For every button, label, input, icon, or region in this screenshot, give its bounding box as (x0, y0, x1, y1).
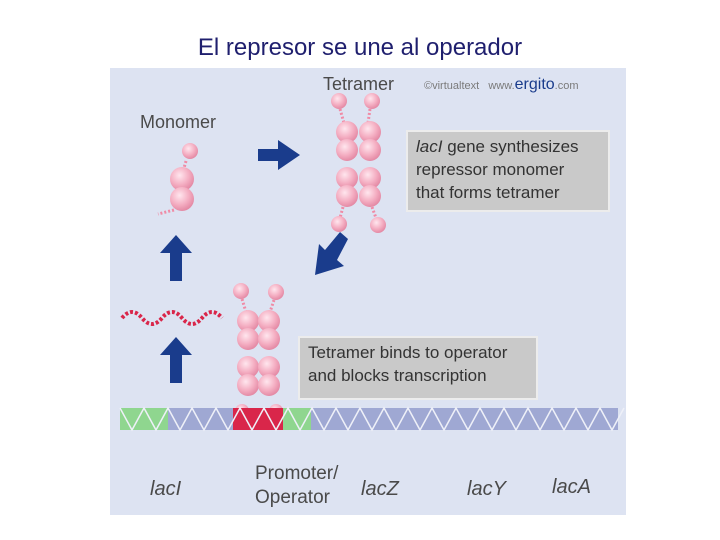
slide-title: El represor se une al operador (197, 34, 523, 61)
info-box-synthesis: lacI gene synthesizes repressor monomer … (406, 130, 610, 212)
diagonal-arrow-icon (315, 232, 348, 275)
info-box-binding: Tetramer binds to operator and blocks tr… (298, 336, 538, 400)
right-arrow-icon (258, 140, 300, 170)
tetramer-label: Tetramer (323, 74, 395, 94)
copyright-text: ©virtualtext www.ergito.com (424, 76, 579, 93)
up-arrow-icon (160, 337, 192, 383)
figure-panel: ©virtualtext www.ergito.com Tetramer Mon… (110, 68, 626, 515)
gene-label-lacz: lacZ (361, 478, 399, 500)
tetramer-icon (331, 93, 386, 233)
mrna-icon (120, 310, 224, 326)
gene-label-promoter-operator: Promoter/ Operator (255, 463, 339, 508)
monomer-icon (157, 143, 198, 216)
dna-strip (119, 406, 625, 432)
monomer-label: Monomer (140, 112, 217, 132)
gene-label-laca: lacA (552, 476, 591, 498)
gene-label-laci: lacI (150, 478, 182, 500)
figure-artwork (119, 93, 625, 432)
bound-tetramer-icon (233, 283, 284, 418)
up-arrow-icon (160, 235, 192, 281)
gene-label-lacy: lacY (467, 478, 506, 500)
